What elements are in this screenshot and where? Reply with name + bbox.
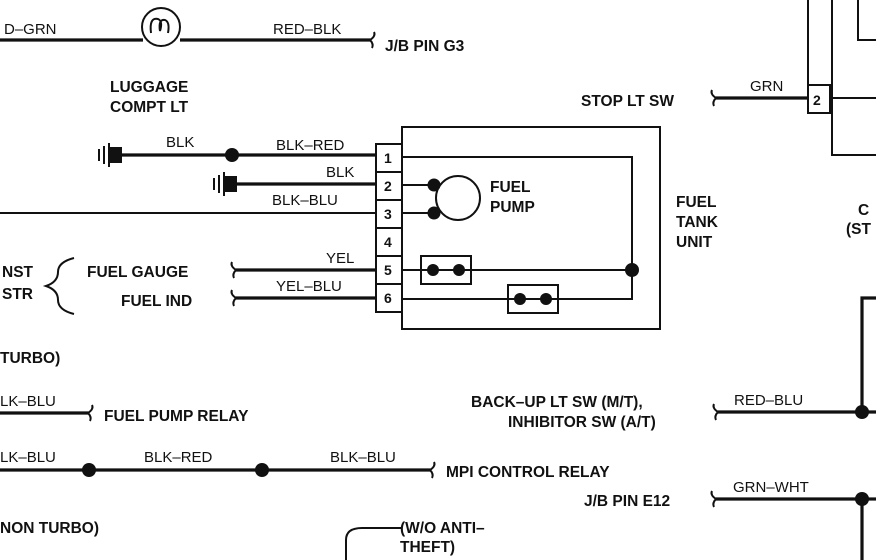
stop-sw-pin: 2 [813, 92, 821, 108]
wire-label-blk: BLK [166, 134, 194, 151]
pin-5: 5 [384, 262, 392, 278]
turbo-label: TURBO) [0, 350, 60, 367]
splice-point [82, 463, 96, 477]
connector-break-icon [369, 31, 376, 49]
internal-bus-line [402, 156, 633, 270]
anti-theft-branch-line [345, 527, 402, 560]
pin-4: 4 [384, 234, 392, 250]
wire-label-grn-wht: GRN–WHT [733, 479, 809, 496]
pin-1: 1 [384, 150, 392, 166]
jb-pin-g3-label: J/B PIN G3 [385, 38, 465, 55]
luggage-compt-lt-label-2: COMPT LT [110, 99, 189, 116]
inst-cluster-label-2: STR [2, 286, 33, 303]
connector-break-icon [429, 461, 436, 479]
pump-terminal-2 [427, 206, 441, 220]
wire-label-blk-blu-pin3: BLK–BLU [272, 192, 338, 209]
fuel-pump-label-1: FUEL [490, 179, 530, 196]
anti-theft-label-2: THEFT) [400, 539, 455, 556]
luggage-lamp-icon [141, 7, 181, 47]
non-turbo-label: NON TURBO) [0, 520, 99, 537]
wire-label-lk-blu-2: LK–BLU [0, 449, 56, 466]
connector-break-icon [710, 490, 717, 508]
right-component-label-2: (ST [846, 221, 872, 238]
anti-theft-label-1: (W/O ANTI– [400, 520, 485, 537]
brace-icon [42, 257, 75, 315]
connector-break-icon [230, 289, 237, 307]
fuel-tank-unit-label-3: UNIT [676, 234, 713, 251]
fuel-pump-label-2: PUMP [490, 199, 535, 216]
pump-terminal-1 [427, 178, 441, 192]
right-component-label-1: C [858, 202, 869, 219]
stop-lt-sw-label: STOP LT SW [581, 93, 674, 110]
wire-label-blk-red-pin1: BLK–RED [276, 137, 345, 154]
backup-lt-sw-label-2: INHIBITOR SW (A/T) [508, 414, 656, 431]
wire-label-lk-blu-1: LK–BLU [0, 393, 56, 410]
pin-2: 2 [384, 178, 392, 194]
fuel-tank-unit-label-2: TANK [676, 214, 719, 231]
splice-point [255, 463, 269, 477]
wire-label-red-blk: RED–BLK [273, 21, 341, 38]
ground-icon [213, 172, 237, 196]
wire-label-blk-pin2: BLK [326, 164, 354, 181]
wire-label-yel: YEL [326, 250, 354, 267]
fuel-pump-motor-icon [435, 175, 481, 221]
connector-break-icon [712, 403, 719, 421]
wire-label-blk-red-mpi: BLK–RED [144, 449, 213, 466]
connector-pin-dividers [376, 171, 402, 285]
connector-break-icon [230, 261, 237, 279]
wire-label-yel-blu: YEL–BLU [276, 278, 342, 295]
fuel-gauge-label: FUEL GAUGE [87, 264, 188, 281]
ground-icon [98, 143, 122, 167]
fuel-pump-relay-label: FUEL PUMP RELAY [104, 408, 249, 425]
backup-lt-sw-label-1: BACK–UP LT SW (M/T), [471, 394, 643, 411]
right-inner-box [857, 0, 876, 41]
mpi-control-relay-label: MPI CONTROL RELAY [446, 464, 610, 481]
fuel-ind-label: FUEL IND [121, 293, 192, 310]
right-lower-frame [860, 296, 876, 414]
jb-pin-e12-label: J/B PIN E12 [584, 493, 670, 510]
wire-label-red-blu: RED–BLU [734, 392, 803, 409]
connector-break-icon [710, 89, 717, 107]
luggage-compt-lt-label-1: LUGGAGE [110, 79, 188, 96]
pin-6: 6 [384, 290, 392, 306]
wire-label-d-grn: D–GRN [4, 21, 57, 38]
wire-label-blk-blu-mpi: BLK–BLU [330, 449, 396, 466]
connector-break-icon [87, 404, 94, 422]
pin6-internal-line [402, 270, 633, 300]
inst-cluster-label-1: NST [2, 264, 34, 281]
fuel-tank-unit-label-1: FUEL [676, 194, 716, 211]
wire-label-grn: GRN [750, 78, 783, 95]
pin-3: 3 [384, 206, 392, 222]
right-component-box [831, 0, 876, 156]
